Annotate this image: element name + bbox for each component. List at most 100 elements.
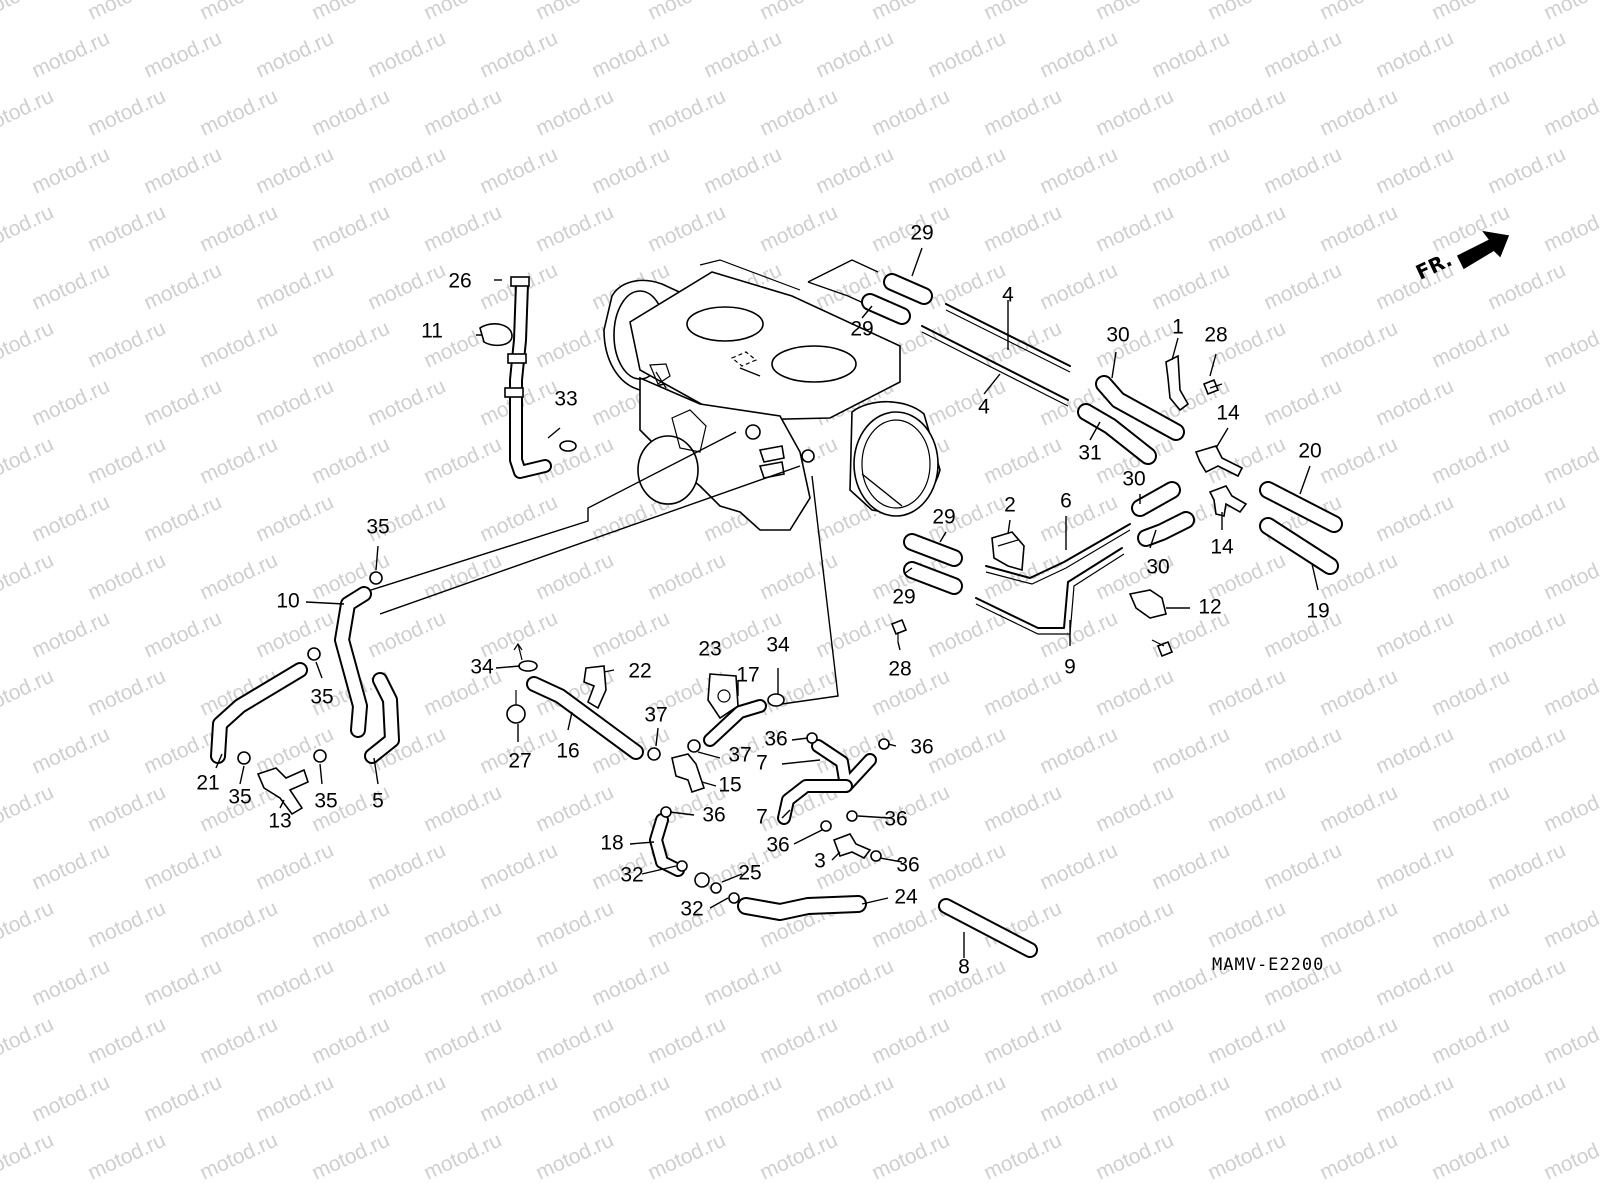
watermark-text: motod.ru [756,665,841,721]
watermark-text: motod.ru [28,27,113,83]
watermark-text: motod.ru [196,201,281,257]
watermark-text: motod.ru [1260,723,1345,779]
watermark-text: motod.ru [1036,955,1121,1011]
watermark-text: motod.ru [420,433,505,489]
carburetor-assembly [603,259,941,531]
watermark-text: motod.ru [980,665,1065,721]
watermark-text: motod.ru [0,1013,57,1069]
part-label-4-a: 4 [1002,284,1014,307]
watermark-text: motod.ru [140,259,225,315]
watermark-text: motod.ru [1484,607,1569,663]
watermark-text: motod.ru [924,1071,1009,1127]
watermark-text: motod.ru [420,897,505,953]
watermark-text: motod.ru [1204,781,1289,837]
part-label-25: 25 [738,862,761,885]
watermark-text: motod.ru [1036,27,1121,83]
watermark-text: motod.ru [1428,1013,1513,1069]
watermark-text: motod.ru [980,201,1065,257]
watermark-text: motod.ru [420,1129,505,1185]
part-label-32-b: 32 [680,898,703,921]
watermark-text: motod.ru [196,0,281,25]
watermark-text: motod.ru [1484,375,1569,431]
part-label-1: 1 [1172,316,1184,339]
watermark-text: motod.ru [868,85,953,141]
watermark-text: motod.ru [1484,839,1569,895]
watermark-text: motod.ru [532,85,617,141]
watermark-text: motod.ru [1484,955,1569,1011]
watermark-text: motod.ru [1596,723,1600,779]
watermark-text: motod.ru [980,317,1065,373]
watermark-text: motod.ru [812,27,897,83]
watermark-text: motod.ru [644,1013,729,1069]
watermark-text: motod.ru [252,27,337,83]
watermark-text: motod.ru [0,897,57,953]
watermark-text: motod.ru [1540,85,1600,141]
part-label-35-d: 35 [314,790,337,813]
part-label-34-a: 34 [470,656,494,679]
watermark-text: motod.ru [28,607,113,663]
part-label-26: 26 [448,270,471,293]
watermark-text: motod.ru [1484,1071,1569,1127]
watermark-text: motod.ru [252,143,337,199]
watermark-text: motod.ru [252,723,337,779]
watermark-text: motod.ru [364,27,449,83]
watermark-text: motod.ru [1204,665,1289,721]
watermark-text: motod.ru [1148,143,1233,199]
watermark-text: motod.ru [308,85,393,141]
watermark-text: motod.ru [980,1129,1065,1185]
watermark-text: motod.ru [0,839,1,895]
watermark-text: motod.ru [476,143,561,199]
watermark-text: motod.ru [1596,839,1600,895]
watermark-text: motod.ru [1260,607,1345,663]
watermark-text: motod.ru [924,27,1009,83]
watermark-text: motod.ru [1148,259,1233,315]
watermark-text: motod.ru [980,433,1065,489]
watermark-text: motod.ru [252,491,337,547]
hoses [210,273,1343,958]
watermark-text: motod.ru [1596,259,1600,315]
part-label-4-b: 4 [978,396,990,419]
watermark-text: motod.ru [924,607,1009,663]
watermark-text: motod.ru [1596,607,1600,663]
watermark-text: motod.ru [1204,897,1289,953]
watermark-text: motod.ru [0,201,57,257]
watermark-text: motod.ru [700,27,785,83]
watermark-text: motod.ru [364,259,449,315]
watermark-text: motod.ru [1428,897,1513,953]
part-label-15: 15 [718,774,741,797]
watermark-text: motod.ru [1204,1013,1289,1069]
watermark-text: motod.ru [1036,839,1121,895]
watermark-text: motod.ru [1372,143,1457,199]
part-label-2: 2 [1004,494,1016,517]
watermark-text: motod.ru [308,201,393,257]
watermark-text: motod.ru [1036,723,1121,779]
watermark-text: motod.ru [84,1013,169,1069]
watermark-text: motod.ru [532,1013,617,1069]
part-label-36-d: 36 [884,808,907,831]
watermark-text: motod.ru [532,781,617,837]
watermark-text: motod.ru [364,839,449,895]
watermark-text: motod.ru [1484,27,1569,83]
watermark-text: motod.ru [476,1071,561,1127]
watermark-text: motod.ru [1148,1071,1233,1127]
watermark-text: motod.ru [308,897,393,953]
watermark-text: motod.ru [28,143,113,199]
part-label-31: 31 [1078,442,1101,465]
watermark-text: motod.ru [1316,1013,1401,1069]
watermark-text: motod.ru [476,27,561,83]
watermark-text: motod.ru [364,955,449,1011]
watermark-text: motod.ru [1596,955,1600,1011]
watermark-text: motod.ru [1428,781,1513,837]
watermark-text: motod.ru [532,549,617,605]
watermark-text: motod.ru [28,1071,113,1127]
watermark-text: motod.ru [700,1071,785,1127]
watermark-text: motod.ru [140,1071,225,1127]
watermark-text: motod.ru [0,317,57,373]
watermark-text: motod.ru [1036,491,1121,547]
part-label-28-b: 28 [888,658,911,681]
watermark-text: motod.ru [308,0,393,25]
watermark-text: motod.ru [1540,549,1600,605]
watermark-text: motod.ru [588,143,673,199]
watermark-text: motod.ru [1428,85,1513,141]
